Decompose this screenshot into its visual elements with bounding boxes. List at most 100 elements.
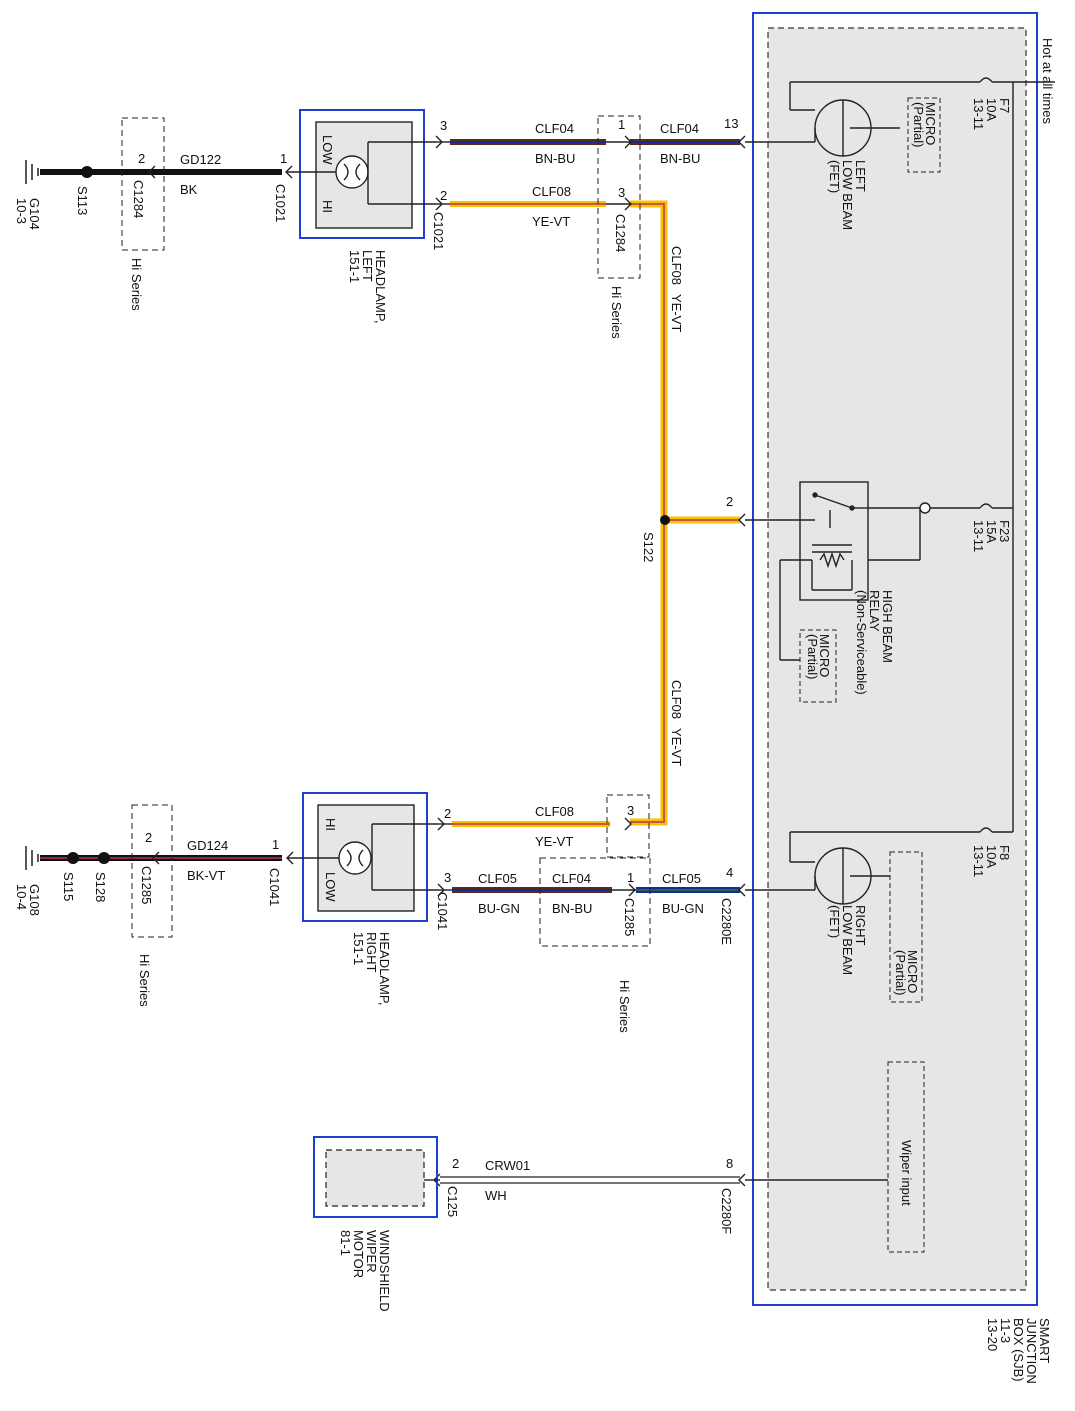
pin-4: 4 bbox=[726, 865, 733, 880]
pin-label: 2 bbox=[452, 1156, 459, 1171]
connector-label: C1285 bbox=[139, 866, 154, 904]
wire-color-label: BN-BU bbox=[660, 151, 700, 166]
wire-crw01 bbox=[440, 1176, 740, 1184]
hi-series-label: Hi Series bbox=[129, 258, 144, 311]
headlamp-low-label: LOW bbox=[320, 135, 335, 165]
svg-text:MICRO: MICRO bbox=[923, 102, 938, 145]
wire-color-label: BU-GN bbox=[478, 901, 520, 916]
svg-text:(FET): (FET) bbox=[827, 905, 842, 938]
headlamp-left bbox=[286, 109, 436, 239]
connector-c2280e: C2280E bbox=[719, 898, 734, 945]
pin-label: 3 bbox=[627, 803, 634, 818]
wire-label: CLF05 bbox=[662, 871, 701, 886]
hi-series-label: Hi Series bbox=[137, 954, 152, 1007]
svg-text:RELAY: RELAY bbox=[867, 590, 882, 632]
svg-text:(Non-Serviceable): (Non-Serviceable) bbox=[854, 590, 869, 695]
connector-label: C1041 bbox=[267, 868, 282, 906]
svg-text:LEFT: LEFT bbox=[360, 250, 375, 282]
svg-text:151-1: 151-1 bbox=[351, 932, 366, 965]
connector-c1284-left bbox=[121, 117, 165, 251]
splice-label: S115 bbox=[61, 872, 76, 901]
hi-series-label: Hi Series bbox=[609, 286, 624, 339]
wire-color-label: YE-VT bbox=[535, 834, 573, 849]
svg-text:LOW BEAM: LOW BEAM bbox=[840, 905, 855, 975]
pin-label: 1 bbox=[280, 151, 287, 166]
pin-13: 13 bbox=[724, 116, 738, 131]
connector-c1284-right bbox=[597, 115, 641, 279]
micro-partial-box bbox=[907, 97, 941, 173]
svg-text:SMART: SMART bbox=[1037, 1318, 1052, 1363]
svg-text:YE-VT: YE-VT bbox=[669, 728, 684, 766]
micro-partial-box bbox=[799, 629, 837, 703]
svg-text:13-11: 13-11 bbox=[971, 845, 986, 877]
wire-clf08-left bbox=[436, 200, 740, 826]
fuse-f23-label: F23 15A 13-11 bbox=[971, 520, 1012, 552]
wire-label: GD124 bbox=[187, 838, 228, 853]
svg-text:11-3: 11-3 bbox=[998, 1318, 1013, 1343]
ground-g108: G108 10-4 bbox=[14, 884, 42, 916]
wire-label-vertical: CLF08 YE-VT bbox=[669, 246, 684, 332]
fuse-f7-label: F7 10A 13-11 bbox=[971, 98, 1012, 130]
pin-label: 2 bbox=[145, 830, 152, 845]
headlamp-low-label: LOW bbox=[323, 872, 338, 902]
smart-junction-box bbox=[752, 12, 1038, 1306]
windshield-wiper-motor bbox=[313, 1136, 440, 1218]
left-low-beam-fet bbox=[745, 99, 900, 157]
fuse-f8-label: F8 10A 13-11 bbox=[971, 845, 1012, 877]
high-beam-relay bbox=[745, 481, 931, 661]
svg-text:10A: 10A bbox=[984, 845, 999, 868]
wire-label: CLF04 bbox=[535, 121, 574, 136]
svg-text:WINDSHIELD: WINDSHIELD bbox=[377, 1230, 392, 1312]
right-low-beam-fet bbox=[745, 847, 890, 905]
svg-text:LEFT: LEFT bbox=[853, 160, 868, 192]
wire-label: CLF08 bbox=[535, 804, 574, 819]
headlamp-left-label: HEADLAMP, LEFT 151-1 bbox=[347, 250, 388, 323]
micro-partial-label: MICRO (Partial) bbox=[893, 950, 920, 996]
svg-text:F23: F23 bbox=[997, 520, 1012, 542]
splice-label: S128 bbox=[93, 872, 108, 902]
svg-text:10A: 10A bbox=[984, 98, 999, 121]
hot-at-all-times-label: Hot at all times bbox=[1040, 38, 1055, 124]
pin-label: 2 bbox=[444, 806, 451, 821]
micro-partial-label: MICRO (Partial) bbox=[805, 634, 832, 680]
svg-text:13-11: 13-11 bbox=[971, 98, 986, 130]
svg-text:(Partial): (Partial) bbox=[893, 950, 908, 996]
wire-label: CLF08 bbox=[532, 184, 571, 199]
svg-text:JUNCTION: JUNCTION bbox=[1024, 1318, 1039, 1384]
connector-label: C1021 bbox=[273, 184, 288, 222]
svg-text:CLF08: CLF08 bbox=[669, 246, 684, 285]
wire-gd122 bbox=[25, 160, 282, 184]
svg-text:G108: G108 bbox=[27, 884, 42, 916]
connector-c1285-left bbox=[131, 804, 173, 938]
wire-color-label: BK-VT bbox=[187, 868, 225, 883]
svg-text:MICRO: MICRO bbox=[817, 634, 832, 677]
svg-text:151-1: 151-1 bbox=[347, 250, 362, 283]
high-beam-relay-label: HIGH BEAM RELAY (Non-Serviceable) bbox=[854, 590, 895, 695]
svg-text:BOX (SJB): BOX (SJB) bbox=[1011, 1318, 1026, 1382]
headlamp-hi-label: HI bbox=[323, 818, 338, 831]
wire-color-label: WH bbox=[485, 1188, 507, 1203]
svg-text:RIGHT: RIGHT bbox=[853, 905, 868, 946]
svg-text:LOW BEAM: LOW BEAM bbox=[840, 160, 855, 230]
svg-text:HEADLAMP,: HEADLAMP, bbox=[377, 932, 392, 1005]
svg-text:F8: F8 bbox=[997, 845, 1012, 860]
wire-color-label: BU-GN bbox=[662, 901, 704, 916]
svg-text:81-1: 81-1 bbox=[338, 1230, 353, 1256]
headlamp-hi-label: HI bbox=[320, 200, 335, 213]
ground-g104: G104 10-3 bbox=[14, 198, 42, 230]
pin-label: 3 bbox=[618, 185, 625, 200]
svg-text:(Partial): (Partial) bbox=[911, 102, 926, 148]
svg-text:CLF08: CLF08 bbox=[669, 680, 684, 719]
splice-label: S113 bbox=[75, 186, 90, 215]
connector-label: C1284 bbox=[131, 180, 146, 218]
svg-text:YE-VT: YE-VT bbox=[669, 294, 684, 332]
pin-label: 3 bbox=[444, 870, 451, 885]
pin-label: 1 bbox=[272, 837, 279, 852]
wire-color-label: YE-VT bbox=[532, 214, 570, 229]
wire-color-label: BN-BU bbox=[535, 151, 575, 166]
connector-label: C1284 bbox=[613, 214, 628, 252]
splice-s122 bbox=[660, 515, 670, 525]
svg-text:(FET): (FET) bbox=[827, 160, 842, 193]
svg-text:HEADLAMP,: HEADLAMP, bbox=[373, 250, 388, 323]
